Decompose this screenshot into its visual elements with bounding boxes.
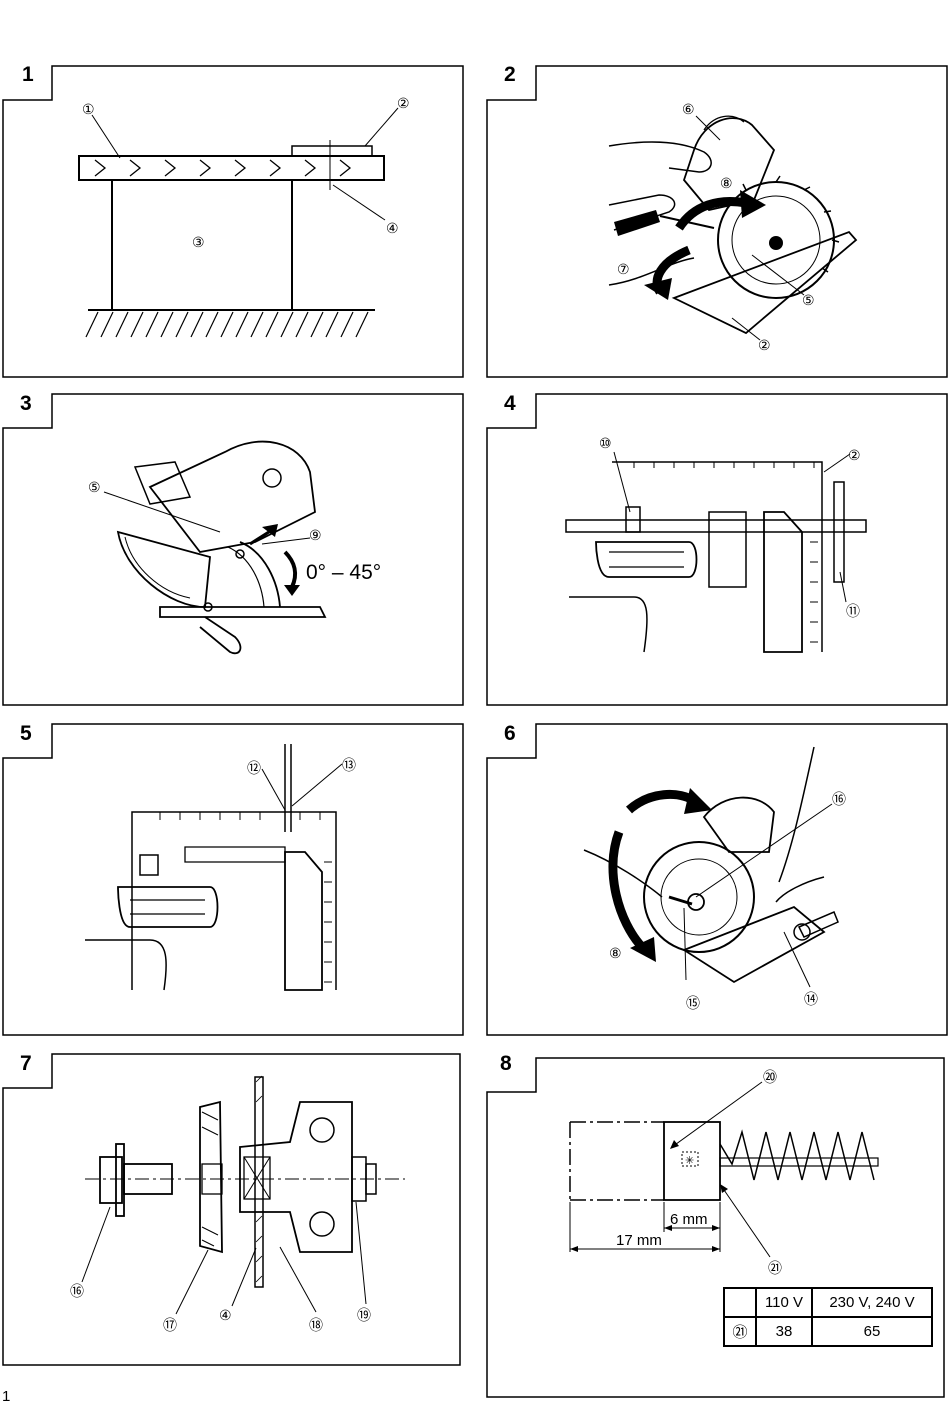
figure-4-frame: ⑩ ② ⑪ xyxy=(486,393,948,706)
figure-number: 6 xyxy=(504,722,516,745)
callout-13: ⑬ xyxy=(342,757,356,773)
callout-9: ⑨ xyxy=(309,527,322,543)
callout-16: ⑯ xyxy=(70,1283,84,1299)
callout-1: ① xyxy=(82,101,95,117)
figure-number: 8 xyxy=(500,1052,512,1075)
callout-20: ⑳ xyxy=(763,1069,777,1085)
figure-number: 4 xyxy=(504,392,516,415)
callout-10: ⑩ xyxy=(599,435,612,451)
table-row: ㉑ 38 65 xyxy=(723,1316,933,1347)
figure-number: 2 xyxy=(504,63,516,86)
figure-6: ⑦ ⑯ ⑧ ⑮ ⑭ 6 xyxy=(484,722,950,1042)
figure-number: 3 xyxy=(20,392,32,415)
bevel-angle-label: 0° – 45° xyxy=(306,561,381,584)
page-number: 1 xyxy=(2,1388,11,1405)
callout-14: ⑭ xyxy=(804,991,818,1007)
callout-19: ⑲ xyxy=(357,1307,371,1323)
figure-3: ⑤ ⑨ 0° – 45° 3 xyxy=(0,392,470,712)
figure-1: ① ② ③ ④ 1 xyxy=(0,0,470,380)
table-header-cell: 230 V, 240 V xyxy=(811,1287,933,1318)
figure-8: ✳ 6 mm 17 mm ⑳ ㉑ 8 xyxy=(484,1052,950,1402)
callout-5: ⑤ xyxy=(802,292,815,308)
dimension-17mm: 17 mm xyxy=(616,1232,662,1249)
figure-8-frame: ✳ 6 mm 17 mm ⑳ ㉑ xyxy=(486,1057,945,1398)
figure-6-frame: ⑦ ⑯ ⑧ ⑮ ⑭ xyxy=(486,723,948,1036)
callout-7: ⑦ xyxy=(690,795,703,811)
callout-3: ③ xyxy=(192,234,205,250)
figure-5-frame: ⑫ ⑬ xyxy=(2,723,464,1036)
table-cell: 65 xyxy=(811,1316,933,1347)
figure-number: 7 xyxy=(20,1052,32,1075)
callout-15: ⑮ xyxy=(686,995,700,1011)
callout-2: ② xyxy=(758,337,771,353)
callout-4: ④ xyxy=(219,1307,232,1323)
callout-8: ⑧ xyxy=(720,175,733,191)
callout-16: ⑯ xyxy=(832,791,846,807)
table-header-cell xyxy=(723,1287,757,1318)
callout-21: ㉑ xyxy=(768,1260,782,1276)
figure-7-frame: ⑯ ⑰ ④ ⑱ ⑲ xyxy=(2,1053,461,1366)
figure-4: ⑩ ② ⑪ 4 xyxy=(484,392,950,712)
table-header-row: 110 V 230 V, 240 V xyxy=(723,1287,933,1318)
callout-4: ④ xyxy=(386,220,399,236)
figure-2: ⑥ ⑧ ⑦ ⑤ ② 2 xyxy=(484,0,950,380)
table-header-cell: 110 V xyxy=(755,1287,813,1318)
svg-text:✳: ✳ xyxy=(685,1155,694,1167)
figure-5: ⑫ ⑬ 5 xyxy=(0,722,470,1042)
table-cell: 38 xyxy=(755,1316,813,1347)
figure-7: ⑯ ⑰ ④ ⑱ ⑲ 7 xyxy=(0,1052,470,1372)
figure-number: 1 xyxy=(22,63,34,86)
callout-5: ⑤ xyxy=(88,479,101,495)
figure-number: 5 xyxy=(20,722,32,745)
dimension-6mm: 6 mm xyxy=(670,1211,708,1228)
brush-length-table: 110 V 230 V, 240 V ㉑ 38 65 xyxy=(723,1287,933,1347)
callout-2: ② xyxy=(397,95,410,111)
table-row-label: ㉑ xyxy=(723,1316,757,1347)
callout-18: ⑱ xyxy=(309,1317,323,1333)
figure-1-frame: ① ② ③ ④ xyxy=(2,65,464,378)
callout-7: ⑦ xyxy=(617,261,630,277)
callout-11: ⑪ xyxy=(846,603,860,619)
callout-17: ⑰ xyxy=(163,1317,177,1333)
figure-3-frame: ⑤ ⑨ 0° – 45° xyxy=(2,393,464,706)
figure-2-frame: ⑥ ⑧ ⑦ ⑤ ② xyxy=(486,65,948,378)
callout-8: ⑧ xyxy=(609,945,622,961)
callout-6: ⑥ xyxy=(682,101,695,117)
callout-12: ⑫ xyxy=(247,760,261,776)
callout-2: ② xyxy=(848,447,861,463)
